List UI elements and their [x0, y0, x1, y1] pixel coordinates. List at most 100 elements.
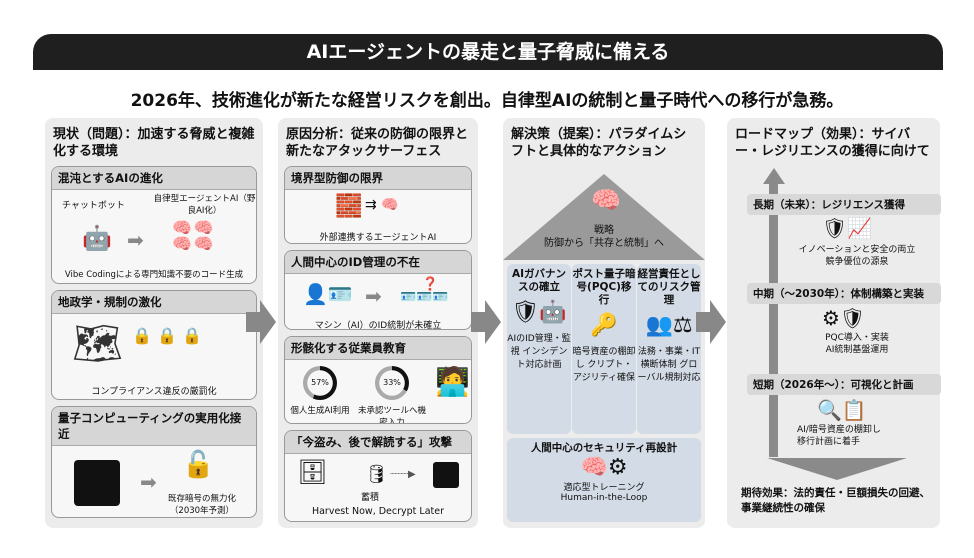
stage-line: 競争優位の源泉: [825, 257, 889, 267]
box-heading: 量子コンピューティングの実用化接近: [52, 407, 256, 446]
column-title: 解決策（提案）：パラダイムシフトと具体的なアクション: [511, 127, 687, 159]
flow-arrow-icon: [471, 300, 501, 344]
stage-text: PQC導入・実装 AI統制基盤運用: [787, 332, 927, 356]
brain-gears-icon: 🧠⚙: [580, 455, 628, 480]
lock-icon: 🔒 🔒 🔒: [132, 326, 202, 345]
expected-effect: 期待効果：法的責任・巨額損失の回避、事業継続性の確保: [741, 487, 930, 514]
person-tablet-icon: 🧑‍💻: [435, 365, 470, 398]
stage-line: イノベーションと安全の両立: [798, 245, 916, 255]
column-current-state: 現状（問題）：加速する脅威と複雑化する環境 混沌とするAIの進化 チャットボット…: [45, 118, 263, 528]
database-icon: 🛢: [365, 464, 388, 485]
arrow-right-icon: ➡: [365, 284, 382, 308]
stat-label: 未承認ツールへ機密入力: [357, 406, 426, 424]
pillar-text: 法務・事業・IT横断体制 グローバル規制対応: [637, 347, 701, 383]
arrow-down-icon: [767, 458, 907, 480]
stage-long-term: 長期（未来）：レジリエンス獲得: [747, 194, 941, 215]
gears-shield-icon: ⚙🛡: [822, 306, 866, 330]
unknown-ids-icon: ❓🪪🪪🪪: [400, 277, 449, 305]
stage-line: PQC導入・実装: [825, 333, 889, 343]
box-employee-training: 形骸化する従業員教育 57% 個人生成AI利用 33% 未承認ツールへ機密入力 …: [284, 336, 472, 424]
pillar-pqc: ポスト量子暗号(PQC)移行 🔑 暗号資産の棚卸し クリプト・アジリティ確保: [572, 264, 636, 434]
caption: 既存暗号の無力化（2030年予測）: [167, 494, 236, 516]
brain-network-icon: 🧠🧠🧠🧠: [172, 218, 216, 253]
box-quantum: 量子コンピューティングの実用化接近 ➡ 🔓 既存暗号の無力化（2030年予測）: [51, 406, 257, 518]
column-title: 原因分析：従来の防御の限界と新たなアタックサーフェス: [286, 127, 469, 159]
stat-value: 57%: [311, 378, 329, 387]
arrows-brain-icon: ⇉ 🧠: [365, 197, 399, 213]
box-geopolitics: 地政学・規制の激化 🗺 🔒 🔒 🔒 コンプライアンス違反の厳罰化: [51, 290, 257, 400]
column-title: ロードマップ（効果）：サイバー・レジリエンスの獲得に向けて: [735, 127, 930, 159]
stage-line: AI/暗号資産の棚卸し: [797, 425, 881, 435]
box-heading: 「今盗み、後で解読する」攻撃: [285, 431, 471, 454]
column-title: 現状（問題）：加速する脅威と複雑化する環境: [53, 127, 255, 159]
stage-text: イノベーションと安全の両立競争優位の源泉: [787, 244, 927, 268]
subtitle: 2026年、技術進化が新たな経営リスクを創出。自律型AIの統制と量子時代への移行…: [130, 91, 844, 111]
roof-triangle: [503, 174, 705, 260]
server-icon: 🗄: [297, 458, 328, 486]
pillar-title: AIガバナンスの確立: [511, 268, 567, 293]
brain-head-icon: 🧠: [591, 186, 621, 214]
stage-text: AI/暗号資産の棚卸し移行計画に着手: [797, 424, 937, 448]
box-heading: 人間中心のID管理の不在: [285, 251, 471, 274]
roof-text: 戦略防御から「共存と統制」へ: [503, 224, 705, 250]
donut-chart-33: [375, 366, 409, 400]
chatbot-label: チャットボット: [62, 201, 125, 211]
pillar-title: 経営責任としてのリスク管理: [637, 268, 701, 306]
arrow-right-icon: ➡: [127, 228, 144, 252]
pillar-text: 暗号資産の棚卸し クリプト・アジリティ確保: [572, 347, 636, 383]
search-clipboard-icon: 🔍📋: [817, 398, 867, 422]
agent-ai-label: 自律型エージェントAI（野良AI化）: [153, 194, 256, 216]
key-icon: 🔑: [590, 313, 618, 338]
column-root-cause: 原因分析：従来の防御の限界と新たなアタックサーフェス 境界型防御の限界 🧱 ⇉ …: [278, 118, 478, 528]
pillar-title: ポスト量子暗号(PQC)移行: [572, 268, 636, 306]
box-heading: 形骸化する従業員教育: [285, 337, 471, 360]
base-text-en: Human-in-the-Loop: [560, 493, 648, 503]
base-text: 適応型トレーニング: [563, 483, 645, 493]
box-id-management: 人間中心のID管理の不在 👤🪪 ➡ ❓🪪🪪🪪 マシン（AI）のID統制が未確立: [284, 250, 472, 330]
pillar-ai-governance: AIガバナンスの確立 🛡🤖 AIのID管理・監視 インシデント対応計画: [507, 264, 571, 434]
shield-growth-chart-icon: 🛡📈: [822, 216, 873, 240]
stat-value: 33%: [383, 378, 401, 387]
flow-arrow-icon: [246, 300, 276, 344]
strategy-text: 防御から「共存と統制」へ: [544, 238, 664, 249]
timeline-bar: [769, 182, 778, 457]
caption: マシン（AI）のID統制が未確立: [314, 321, 442, 330]
box-harvest-now: 「今盗み、後で解読する」攻撃 🗄 🛢 蓄積 ┈┈┈▶ Harvest Now, …: [284, 430, 472, 522]
store-label: 蓄積: [361, 493, 380, 503]
firewall-icon: 🧱: [335, 194, 363, 219]
box-perimeter-defense: 境界型防御の限界 🧱 ⇉ 🧠 外部連携するエージェントAI: [284, 166, 472, 244]
column-solution: 解決策（提案）：パラダイムシフトと具体的なアクション 🧠 戦略防御から「共存と統…: [503, 118, 705, 528]
caption: Harvest Now, Decrypt Later: [311, 506, 445, 517]
quantum-chip-icon: [74, 460, 120, 506]
strategy-label: 戦略: [594, 225, 614, 236]
box-heading: 境界型防御の限界: [285, 167, 471, 190]
main-title: AIエージェントの暴走と量子脅威に備える: [33, 34, 943, 70]
arrow-right-icon: ➡: [140, 470, 157, 494]
person-id-card-icon: 👤🪪: [303, 282, 353, 306]
base-human-centric: 人間中心のセキュリティ再設計 🧠⚙ 適応型トレーニング Human-in-the…: [507, 438, 701, 522]
stage-line: 移行計画に着手: [797, 437, 861, 447]
pillar-text: AIのID管理・監視 インシデント対応計画: [507, 334, 571, 370]
robot-icon: 🤖: [82, 224, 112, 252]
caption: コンプライアンス違反の厳罰化: [91, 387, 217, 397]
donut-chart-57: [303, 366, 337, 400]
stat-label: 個人生成AI利用: [290, 406, 350, 416]
stage-line: AI統制基盤運用: [825, 345, 889, 355]
box-ai-evolution: 混沌とするAIの進化 チャットボット 自律型エージェントAI（野良AI化） 🤖 …: [51, 166, 257, 284]
arrow-up-icon: [763, 168, 785, 184]
pillar-risk-management: 経営責任としてのリスク管理 👥⚖ 法務・事業・IT横断体制 グローバル規制対応: [637, 264, 701, 434]
dotted-arrow-icon: ┈┈┈▶: [390, 469, 416, 480]
caption: Vibe Codingによる専門知識不要のコード生成: [64, 270, 244, 280]
shield-robot-icon: 🛡🤖: [511, 300, 567, 325]
world-map-icon: 🗺: [72, 321, 123, 367]
box-heading: 地政学・規制の激化: [52, 291, 256, 314]
unlocked-padlock-icon: 🔓: [182, 450, 215, 480]
stage-mid-term: 中期（～2030年）：体制構築と実装: [747, 283, 941, 304]
box-heading: 混沌とするAIの進化: [52, 167, 256, 190]
meeting-gavel-icon: 👥⚖: [645, 313, 693, 338]
flow-arrow-icon: [696, 300, 726, 344]
stage-short-term: 短期（2026年～）：可視化と計画: [747, 374, 941, 395]
column-roadmap: ロードマップ（効果）：サイバー・レジリエンスの獲得に向けて 長期（未来）：レジリ…: [727, 118, 941, 528]
quantum-chip-icon: [433, 462, 459, 488]
caption: 外部連携するエージェントAI: [319, 233, 437, 243]
